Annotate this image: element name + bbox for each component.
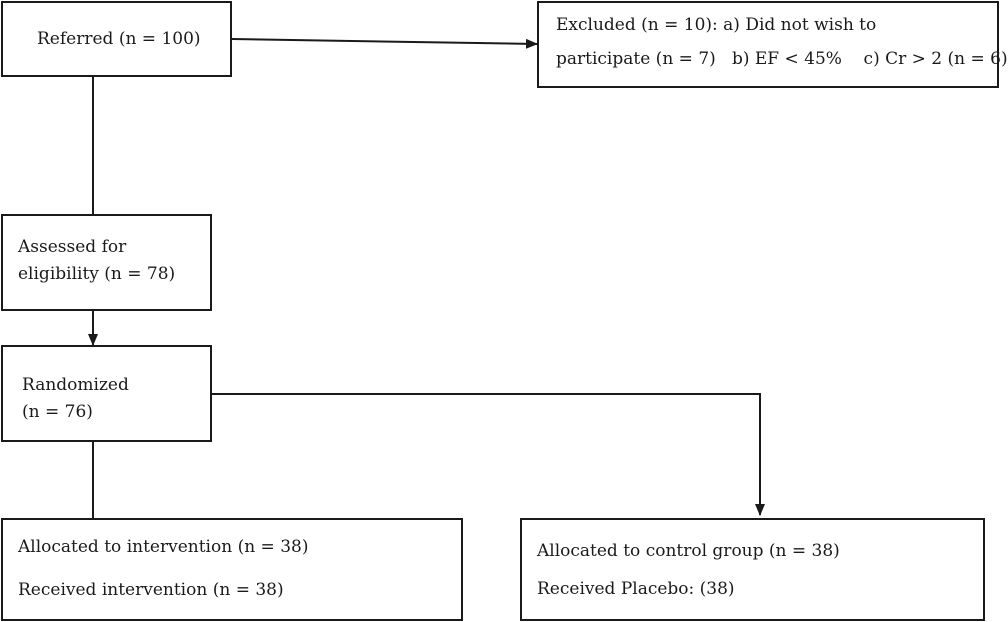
randomized-line-2: (n = 76) <box>22 402 93 422</box>
intervention-allocated: Allocated to intervention (n = 38) <box>18 537 309 557</box>
excluded-line-1: Excluded (n = 10): a) Did not wish to <box>556 15 877 35</box>
excluded-box: Excluded (n = 10): a) Did not wish to pa… <box>537 1 1008 88</box>
randomized-box: Randomized (n = 76) <box>1 345 212 442</box>
referred-box: Referred (n = 100) <box>1 1 232 77</box>
intervention-received: Received intervention (n = 38) <box>18 580 284 600</box>
assessed-line-2: eligibility (n = 78) <box>18 264 176 284</box>
assessed-line-1: Assessed for <box>18 237 127 257</box>
referred-label: Referred (n = 100) <box>37 29 201 49</box>
control-box: Allocated to control group (n = 38) Rece… <box>520 518 985 621</box>
control-allocated: Allocated to control group (n = 38) <box>537 541 840 561</box>
arrow-referred-to-excluded <box>231 38 538 49</box>
control-received: Received Placebo: (38) <box>537 579 735 599</box>
intervention-box: Allocated to intervention (n = 38) Recei… <box>1 518 463 621</box>
randomized-line-1: Randomized <box>22 375 129 395</box>
arrow-randomized-to-control <box>211 393 765 516</box>
assessed-box: Assessed for eligibility (n = 78) <box>1 214 212 311</box>
excluded-line-2: participate (n = 7) b) EF < 45% c) Cr > … <box>556 49 1008 69</box>
